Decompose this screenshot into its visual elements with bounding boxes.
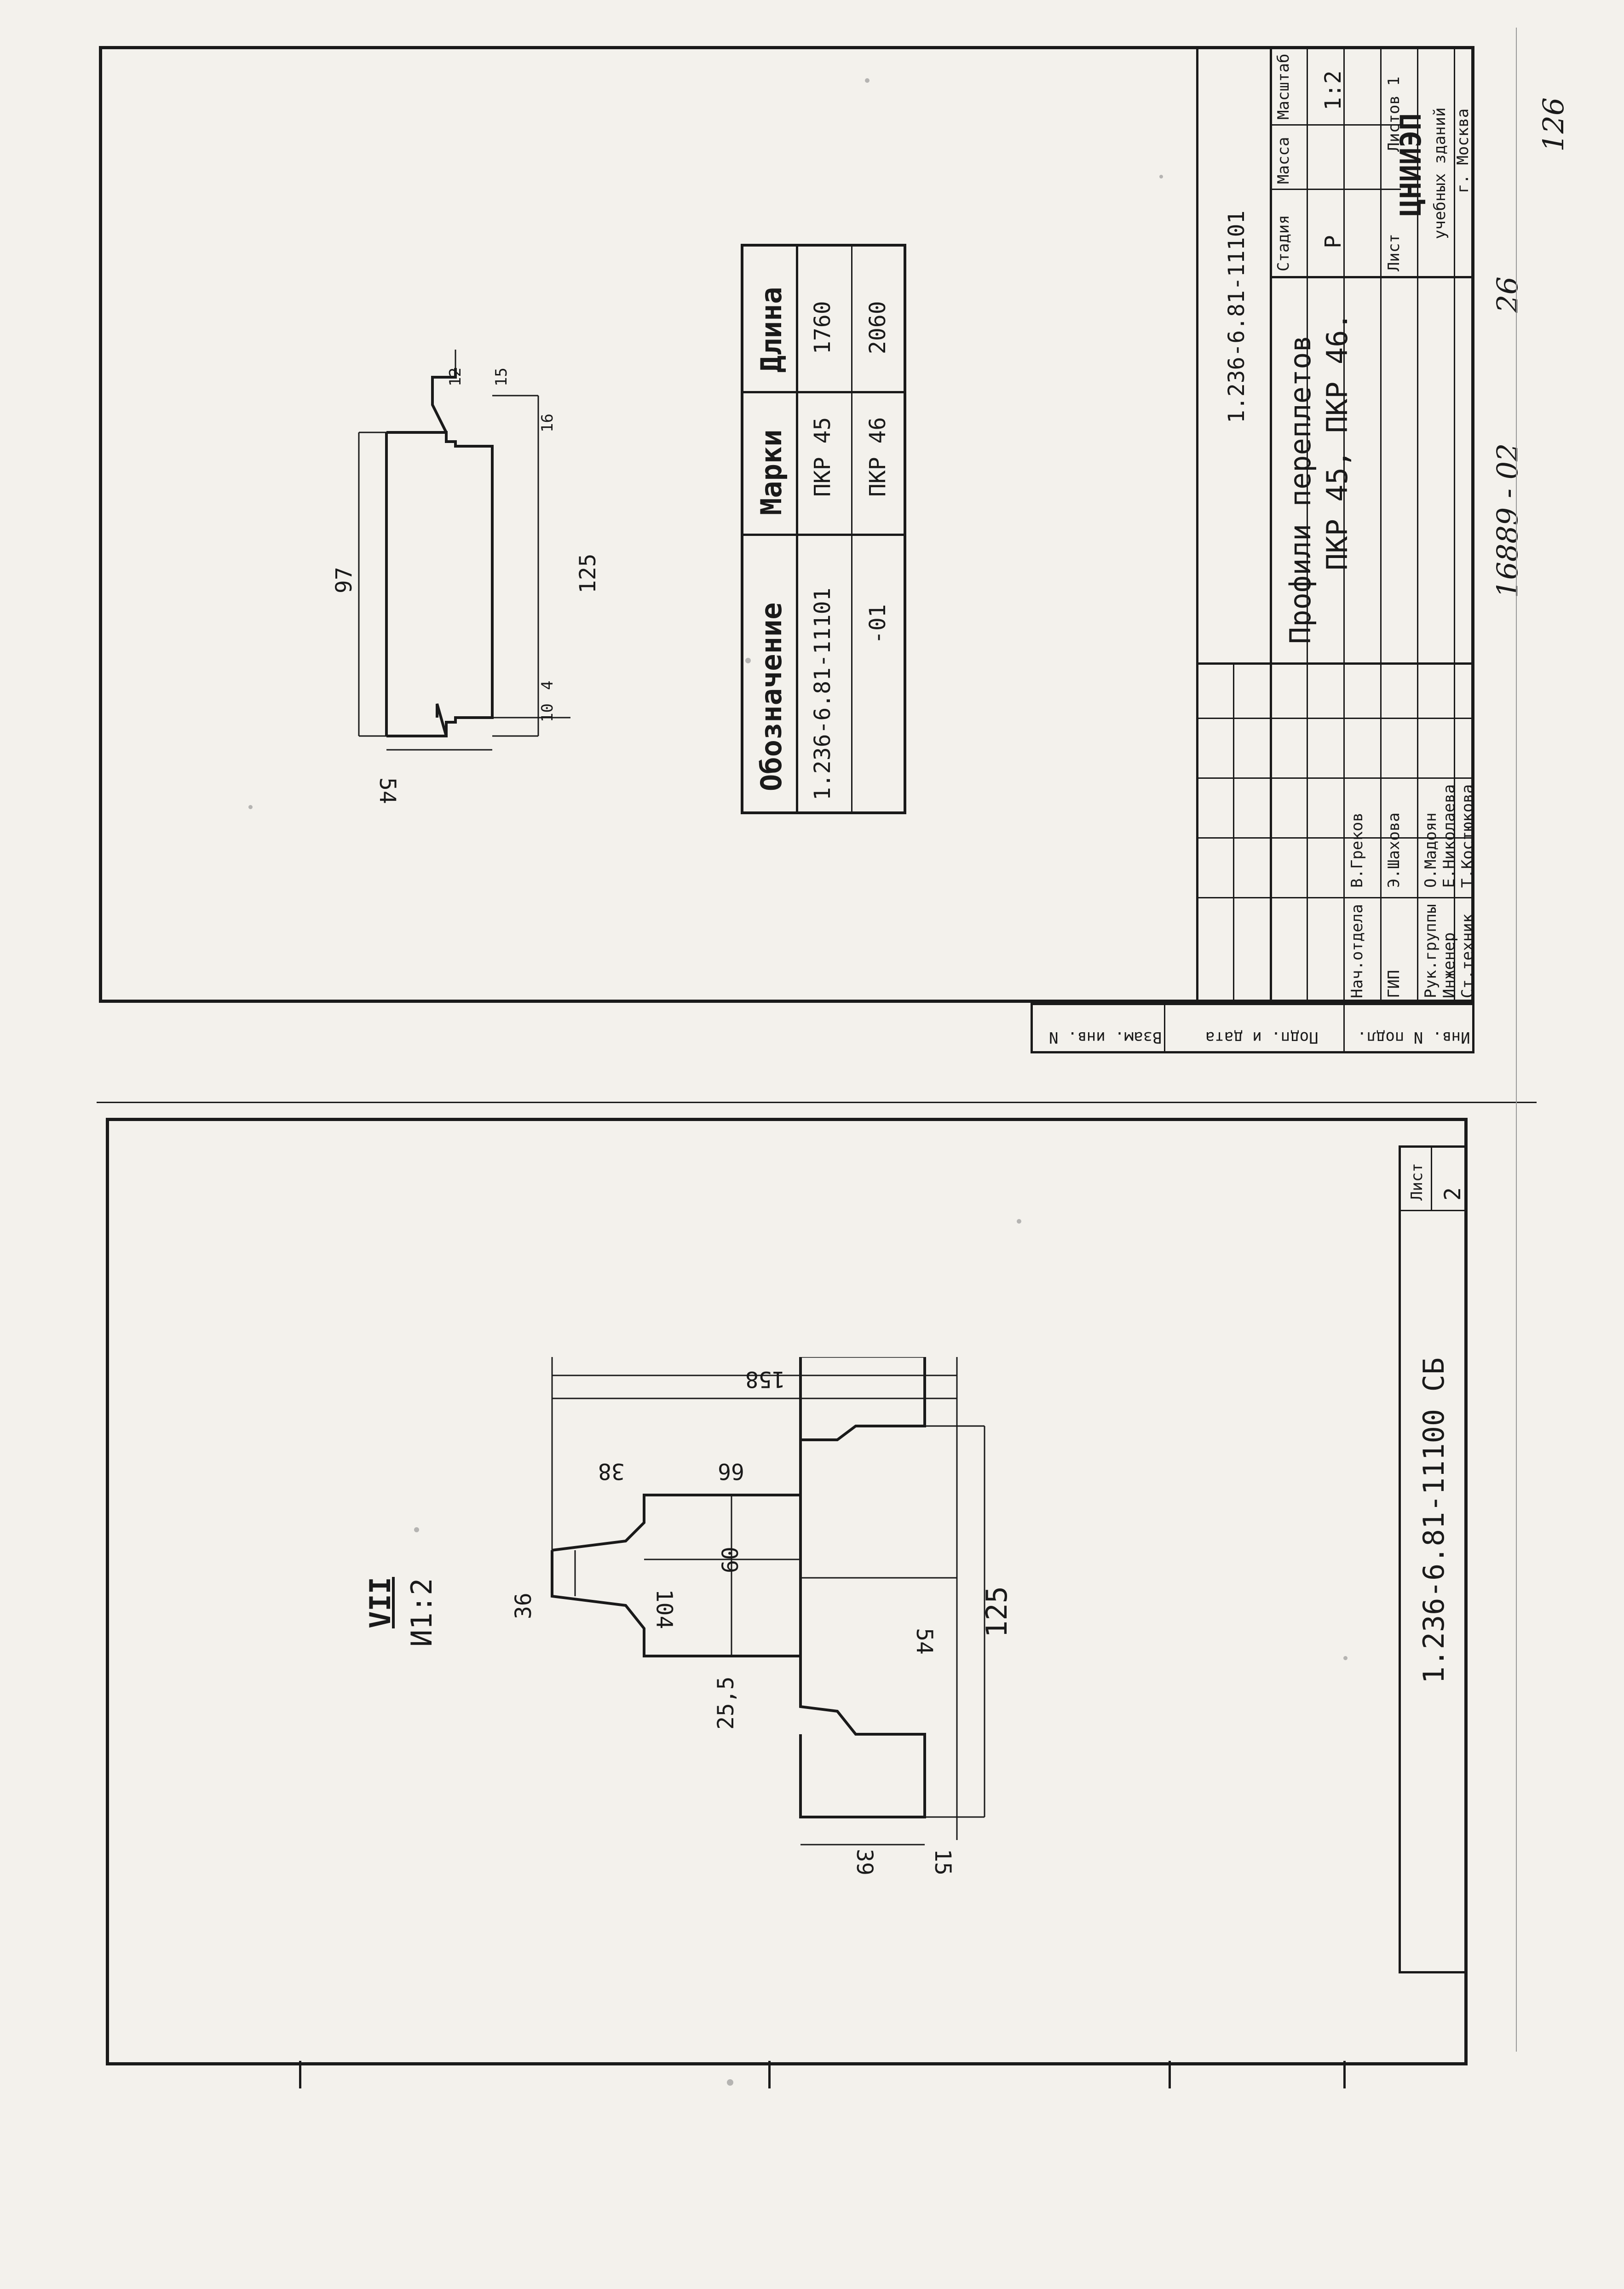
lower-dim-66: 66	[718, 1458, 744, 1484]
mass-header: Масса	[1274, 137, 1293, 184]
sig-name-1: В.Греков	[1348, 812, 1366, 888]
sig-role-5: Ст.техник	[1458, 913, 1477, 998]
section-ref: И1:2	[405, 1578, 438, 1647]
fold-line	[97, 1102, 1537, 1103]
upper-dim-97: 97	[331, 567, 357, 593]
table-row1-designation: 1.236-6.81-11101	[810, 587, 835, 800]
stamp-inv: Инв. N подл.	[1357, 1028, 1470, 1047]
lower-doc-code: 1.236-6.81-11100 СБ	[1417, 1357, 1451, 1684]
table-row2-mark: ПКР 46	[865, 417, 891, 497]
sig-name-5: Т.Костюкова	[1458, 784, 1477, 888]
sig-role-1: Нач.отдела	[1348, 904, 1366, 998]
lower-dim-60: 60	[718, 1547, 743, 1573]
lower-title-block	[1399, 1145, 1468, 1973]
lower-dim-39: 39	[851, 1849, 877, 1875]
upper-dim-16: 16	[538, 414, 557, 432]
lower-dim-36: 36	[511, 1593, 536, 1619]
page-number-handwritten: 126	[1537, 97, 1570, 152]
upper-dim-4: 4	[538, 680, 557, 690]
stage-header: Стадия	[1274, 215, 1293, 271]
upper-dim-12: 12	[446, 368, 465, 386]
stage-value: Р	[1320, 235, 1346, 248]
lower-dim-158: 158	[745, 1366, 785, 1392]
sheet-label: Лист	[1385, 234, 1403, 271]
table-row2-designation: -01	[865, 604, 891, 644]
stamp-podp: Подп. и дата	[1205, 1028, 1319, 1047]
table-row1-mark: ПКР 45	[810, 417, 835, 497]
title-block-divider	[1196, 46, 1198, 1003]
archive-number: 16889 - 02	[1491, 443, 1524, 598]
org-sub1: учебных зданий	[1431, 107, 1449, 239]
upper-sheet-title: Профили переплетов	[1284, 335, 1317, 644]
sig-name-3: О.Мадоян	[1422, 812, 1440, 888]
upper-dim-15: 15	[492, 368, 511, 386]
lower-sheet-value: 2	[1440, 1187, 1466, 1201]
scale-header: Масштаб	[1274, 53, 1293, 120]
archive-page: 26	[1491, 276, 1524, 313]
table-row1-length: 1760	[810, 301, 835, 354]
lower-dim-25-5: 25,5	[713, 1676, 739, 1730]
upper-sheet-subtitle: ПКР 45, ПКР 46.	[1320, 313, 1354, 570]
side-stamp-strip	[1031, 1003, 1474, 1053]
lower-dim-104: 104	[651, 1589, 677, 1629]
lower-dim-125: 125	[980, 1586, 1014, 1638]
org-sub2: г. Москва	[1454, 108, 1472, 193]
stamp-vzam: Взам. инв. N	[1049, 1028, 1162, 1047]
upper-dim-125: 125	[575, 553, 601, 593]
upper-doc-code: 1.236-6.81-11101	[1224, 210, 1250, 423]
sig-role-3: Рук.группы	[1422, 904, 1440, 998]
scale-value: 1:2	[1320, 70, 1346, 110]
section-roman: VII	[363, 1577, 397, 1628]
org-name: ЦНИИЭП	[1394, 113, 1428, 216]
upper-dim-54: 54	[374, 777, 400, 804]
table-header-mark: Марки	[754, 429, 788, 515]
sig-role-2: ГИП	[1385, 970, 1403, 998]
lower-dim-15: 15	[929, 1849, 956, 1875]
lower-sheet-label: Лист	[1408, 1163, 1426, 1201]
sig-name-4: Е.Николаева	[1440, 784, 1458, 888]
table-row2-length: 2060	[865, 301, 891, 354]
sig-role-4: Инженер	[1440, 932, 1458, 998]
upper-sheet-frame	[99, 46, 1474, 1003]
lower-profile-drawing	[551, 1357, 985, 1846]
table-header-designation: Обозначение	[754, 602, 788, 791]
marks-table	[741, 244, 906, 814]
sig-name-2: Э.Шахова	[1385, 812, 1403, 888]
lower-dim-54: 54	[911, 1628, 937, 1655]
table-header-length: Длина	[754, 287, 788, 373]
upper-profile-drawing	[358, 350, 570, 751]
upper-dim-10: 10	[538, 703, 557, 722]
lower-dim-38: 38	[598, 1458, 625, 1484]
